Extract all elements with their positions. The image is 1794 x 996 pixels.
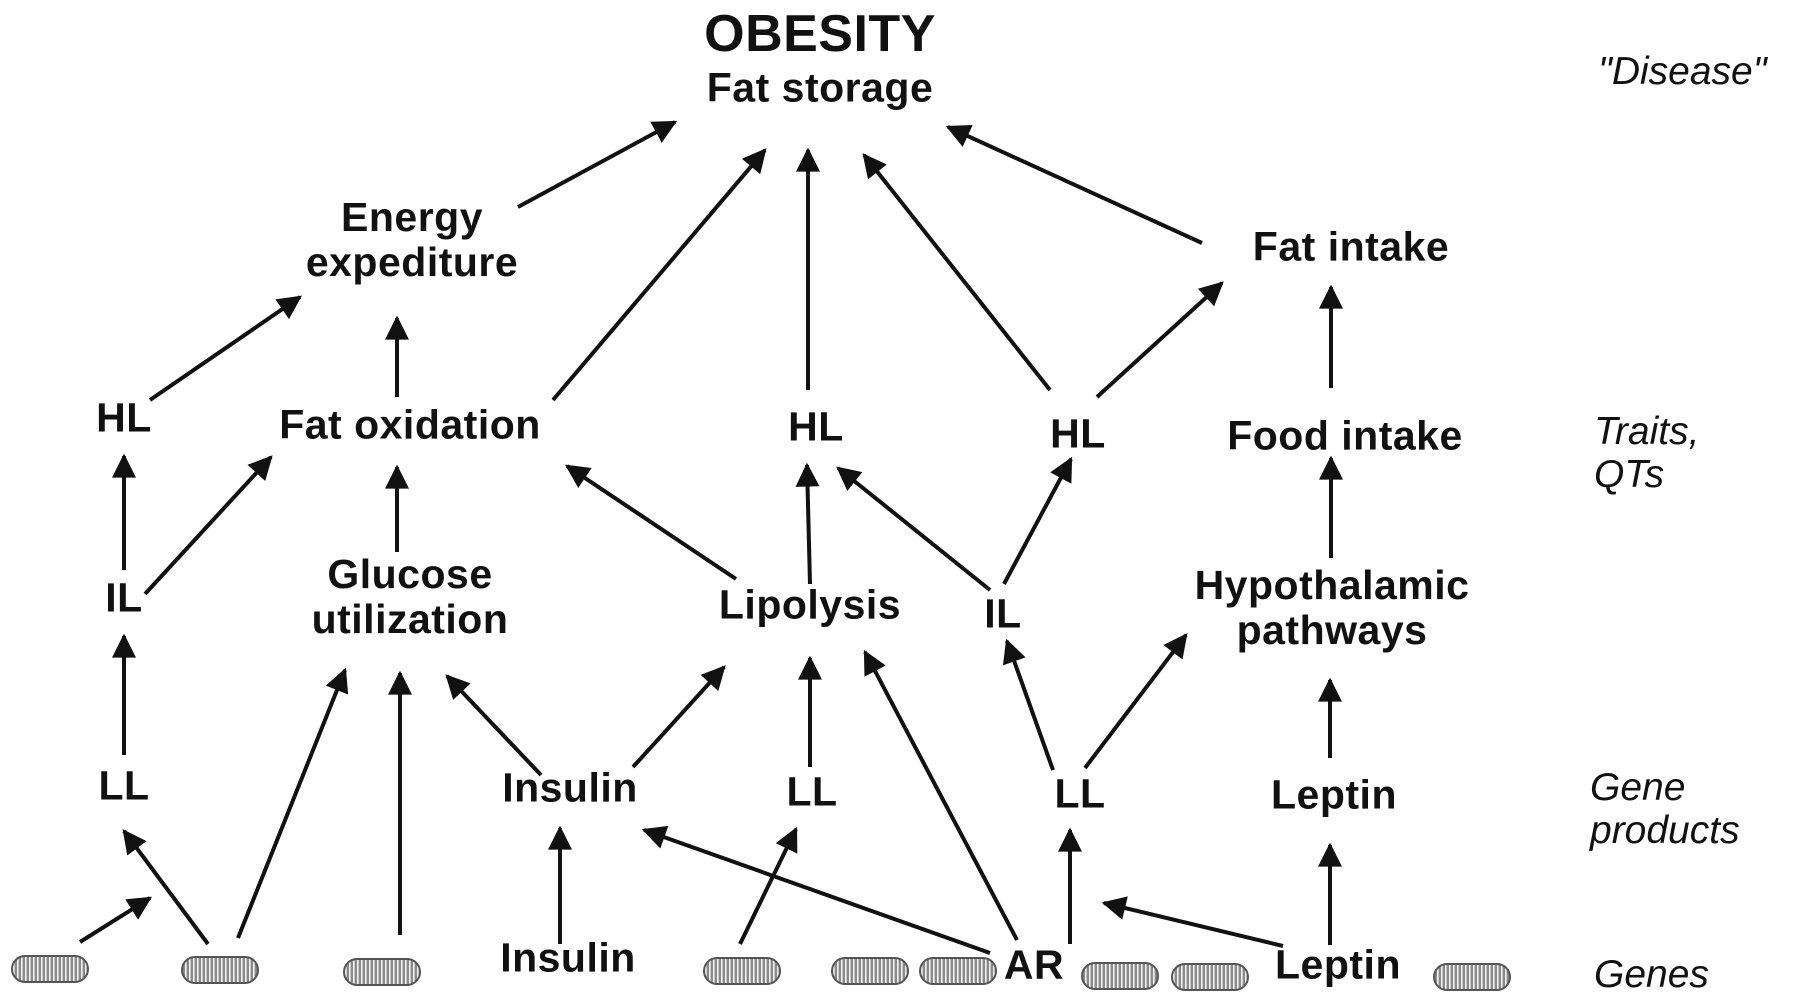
gene-capsule-icon-3 xyxy=(343,958,421,986)
hypothalamic-pathways-line-1: Hypothalamic xyxy=(1194,562,1470,608)
hypothalamic-pathways-line-2: pathways xyxy=(1236,607,1428,653)
glucose-utilization-line-1: Glucose xyxy=(327,551,493,597)
gene-capsule-icon-8 xyxy=(1171,963,1249,991)
arrow-fat-intake-to-fat-storage xyxy=(945,125,1203,245)
level-traits-line-1: Traits, xyxy=(1594,410,1700,453)
gene-capsule-icon-4 xyxy=(703,957,781,985)
arrow-gene2-to-glucose xyxy=(236,667,349,939)
gene-capsule-icon-7 xyxy=(1081,962,1159,990)
arrow-ar-to-insulin xyxy=(641,825,991,955)
arrow-lipolysis-to-hl-center xyxy=(795,462,820,585)
hl-right-node: HL xyxy=(1050,410,1106,457)
level-traits-line-2: QTs xyxy=(1594,453,1665,496)
arrow-gene2-to-ll-left xyxy=(122,829,210,946)
arrow-gene1-to-gene2 xyxy=(78,896,153,944)
hl-center-node: HL xyxy=(788,403,844,450)
fat-storage-node: Fat storage xyxy=(706,64,934,111)
fat-intake-node: Fat intake xyxy=(1252,223,1450,270)
ll-center-node: LL xyxy=(786,768,838,815)
arrow-il-right-to-hl-center xyxy=(836,466,992,592)
glucose-utilization-line-2: utilization xyxy=(311,596,509,642)
gene-capsule-icon-2 xyxy=(181,956,259,984)
obesity-title: OBESITY xyxy=(704,5,936,63)
arrow-lipolysis-to-fat-oxidation xyxy=(565,464,738,581)
level-gene-products-line-2: products xyxy=(1590,809,1740,852)
level-gene-products-line-1: Gene xyxy=(1590,766,1686,809)
gene-capsule-icon-5 xyxy=(831,957,909,985)
energy-expenditure-line-1: Energy xyxy=(341,194,483,240)
insulin-product-node: Insulin xyxy=(502,764,638,811)
arrow-leptin-gene-to-ar xyxy=(1101,896,1284,948)
level-traits-label: Traits, QTs xyxy=(1594,410,1699,496)
food-intake-node: Food intake xyxy=(1227,412,1463,459)
hypothalamic-pathways-node: Hypothalamic pathways xyxy=(1195,563,1470,653)
arrow-energy-to-fat-storage xyxy=(517,120,678,209)
leptin-product-node: Leptin xyxy=(1271,771,1397,818)
arrow-hl-left-to-energy xyxy=(148,295,302,402)
arrow-ll-right-to-il-right xyxy=(1002,638,1055,771)
arrow-il-right-to-hl-right xyxy=(1002,456,1073,585)
lipolysis-node: Lipolysis xyxy=(718,581,902,628)
ar-gene-node: AR xyxy=(1003,941,1065,988)
il-right-node: IL xyxy=(984,590,1022,637)
ll-left-node: LL xyxy=(98,762,150,809)
ll-right-node: LL xyxy=(1054,770,1106,817)
arrow-fat-oxidation-to-fat-storage xyxy=(551,148,767,402)
level-disease-label: "Disease" xyxy=(1598,50,1767,93)
gene-capsule-icon-1 xyxy=(11,955,89,983)
fat-oxidation-node: Fat oxidation xyxy=(279,401,541,448)
arrow-hl-right-to-fat-storage xyxy=(862,153,1052,392)
arrow-hl-right-to-fat-intake xyxy=(1095,281,1224,399)
energy-expenditure-node: Energy expediture xyxy=(306,195,518,285)
insulin-gene-node: Insulin xyxy=(500,934,636,981)
arrow-il-left-to-fat-oxidation xyxy=(143,455,273,596)
glucose-utilization-node: Glucose utilization xyxy=(312,552,509,642)
gene-capsule-icon-6 xyxy=(919,957,997,985)
energy-expenditure-line-2: expediture xyxy=(305,239,519,285)
arrow-insulin-to-glucose xyxy=(445,674,543,777)
level-gene-products-label: Gene products xyxy=(1590,766,1740,852)
arrow-ar-to-lipolysis xyxy=(863,649,1019,941)
gene-capsule-icon-9 xyxy=(1433,963,1511,991)
arrow-insulin-to-lipolysis xyxy=(631,665,726,769)
arrow-ll-right-to-hypothalamic xyxy=(1083,633,1188,770)
arrow-gene4-to-ll-center xyxy=(738,826,798,945)
level-genes-label: Genes xyxy=(1594,953,1709,996)
leptin-gene-node: Leptin xyxy=(1275,941,1401,988)
il-left-node: IL xyxy=(105,574,143,621)
hl-left-node: HL xyxy=(96,394,152,441)
